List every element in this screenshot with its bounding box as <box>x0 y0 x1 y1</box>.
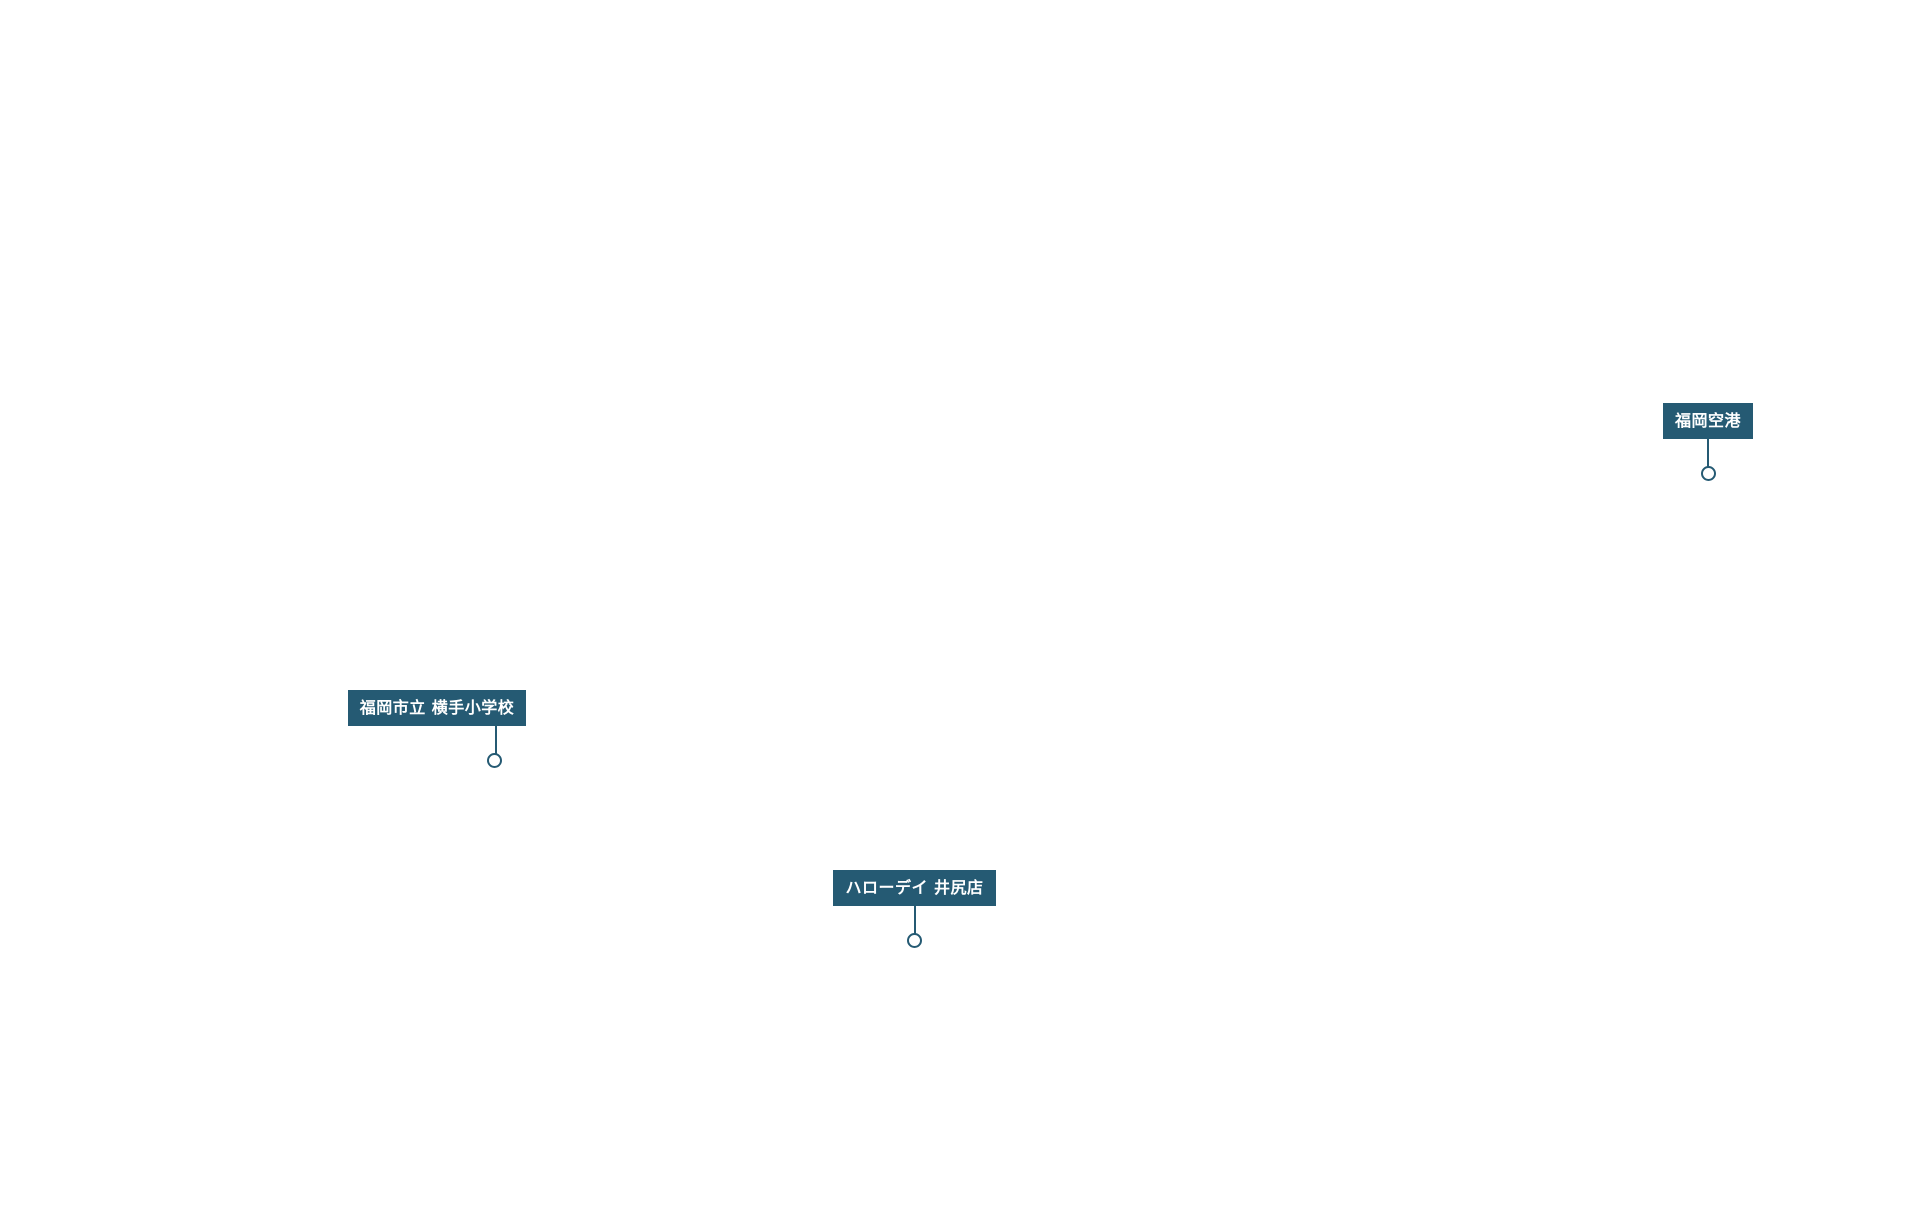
marker-label[interactable]: 福岡空港 <box>1662 403 1753 439</box>
marker-fukuoka-airport[interactable]: 福岡空港 <box>1654 403 1762 481</box>
marker-label[interactable]: ハローデイ 井尻店 <box>833 870 996 906</box>
marker-label[interactable]: 福岡市立 横手小学校 <box>347 690 527 726</box>
circle-pin-icon[interactable] <box>1700 466 1716 481</box>
marker-stem <box>495 726 497 754</box>
circle-pin-icon[interactable] <box>907 933 922 948</box>
marker-haroday-ijiri[interactable]: ハローデイ 井尻店 <box>833 870 996 948</box>
marker-stem <box>913 906 916 934</box>
marker-stem <box>1707 439 1709 467</box>
marker-yokote-elementary-school[interactable]: 福岡市立 横手小学校 <box>347 690 527 768</box>
circle-pin-icon[interactable] <box>487 753 502 768</box>
